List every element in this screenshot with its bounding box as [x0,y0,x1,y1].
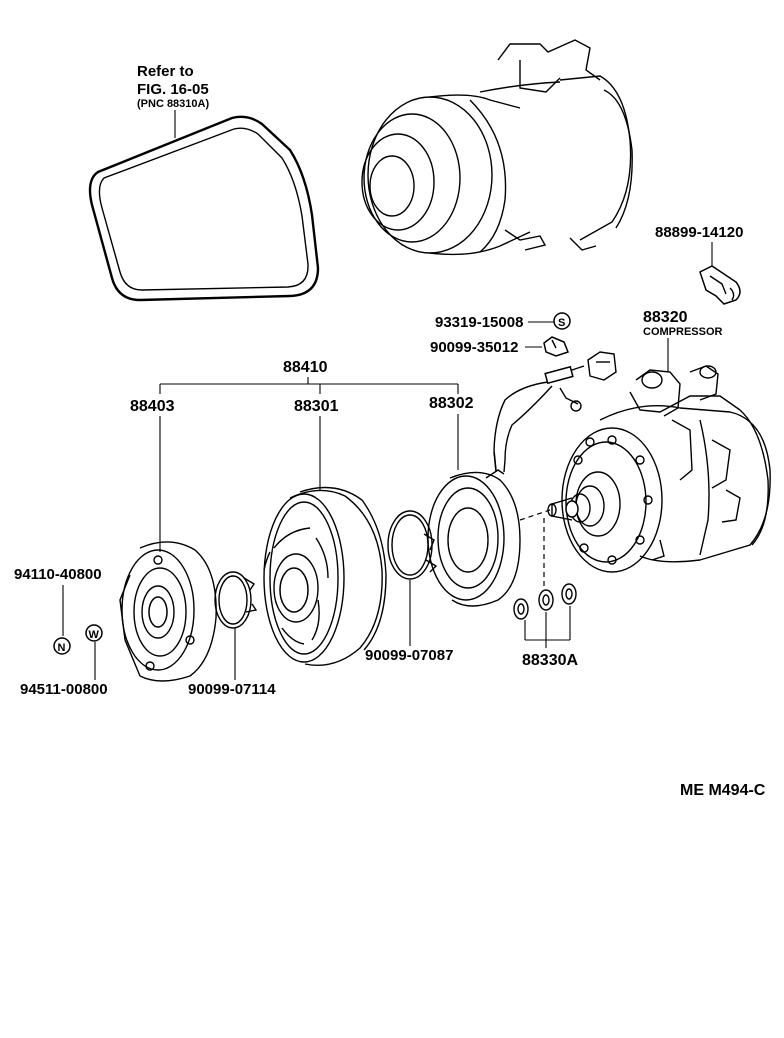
label-88320: 88320 [643,309,688,326]
pulley-88301 [263,486,387,666]
symbol-s-circle [553,312,571,330]
belt-fig-ref: FIG. 16-05 [137,81,209,98]
label-88403: 88403 [130,398,175,415]
label-90099-07114: 90099-07114 [188,681,276,698]
shims-88330A [513,583,577,620]
label-88302: 88302 [429,395,474,412]
clip-88899 [699,265,741,305]
symbol-n-letter: N [58,642,66,654]
label-90099-07087: 90099-07087 [365,647,453,664]
symbol-w-circle [85,624,103,642]
bracket-90099-35012 [543,336,569,357]
stator-88302 [427,451,521,607]
label-88410: 88410 [283,359,328,376]
belt-refer-text: Refer to [137,63,194,80]
label-88899-14120: 88899-14120 [655,224,743,241]
assembly-axis-h [519,509,551,521]
compressor-88320 [493,351,771,573]
symbol-n-circle [53,637,71,655]
label-94511-00800: 94511-00800 [20,681,108,698]
label-93319-15008: 93319-15008 [435,314,523,331]
reference-compressor [361,39,633,256]
belt-pnc-ref: (PNC 88310A) [137,98,209,110]
symbol-w-letter: W [89,629,100,641]
v-belt [88,115,320,302]
label-compressor: COMPRESSOR [643,326,723,338]
label-88301: 88301 [294,398,339,415]
label-90099-35012: 90099-35012 [430,339,518,356]
snap-ring-90099-07114 [214,571,258,629]
hub-plate-88403 [119,541,217,682]
label-94110-40800: 94110-40800 [14,566,102,583]
label-88330A: 88330A [522,652,578,669]
symbol-s-letter: S [558,317,565,329]
figure-code: ME M494-C [680,782,766,799]
